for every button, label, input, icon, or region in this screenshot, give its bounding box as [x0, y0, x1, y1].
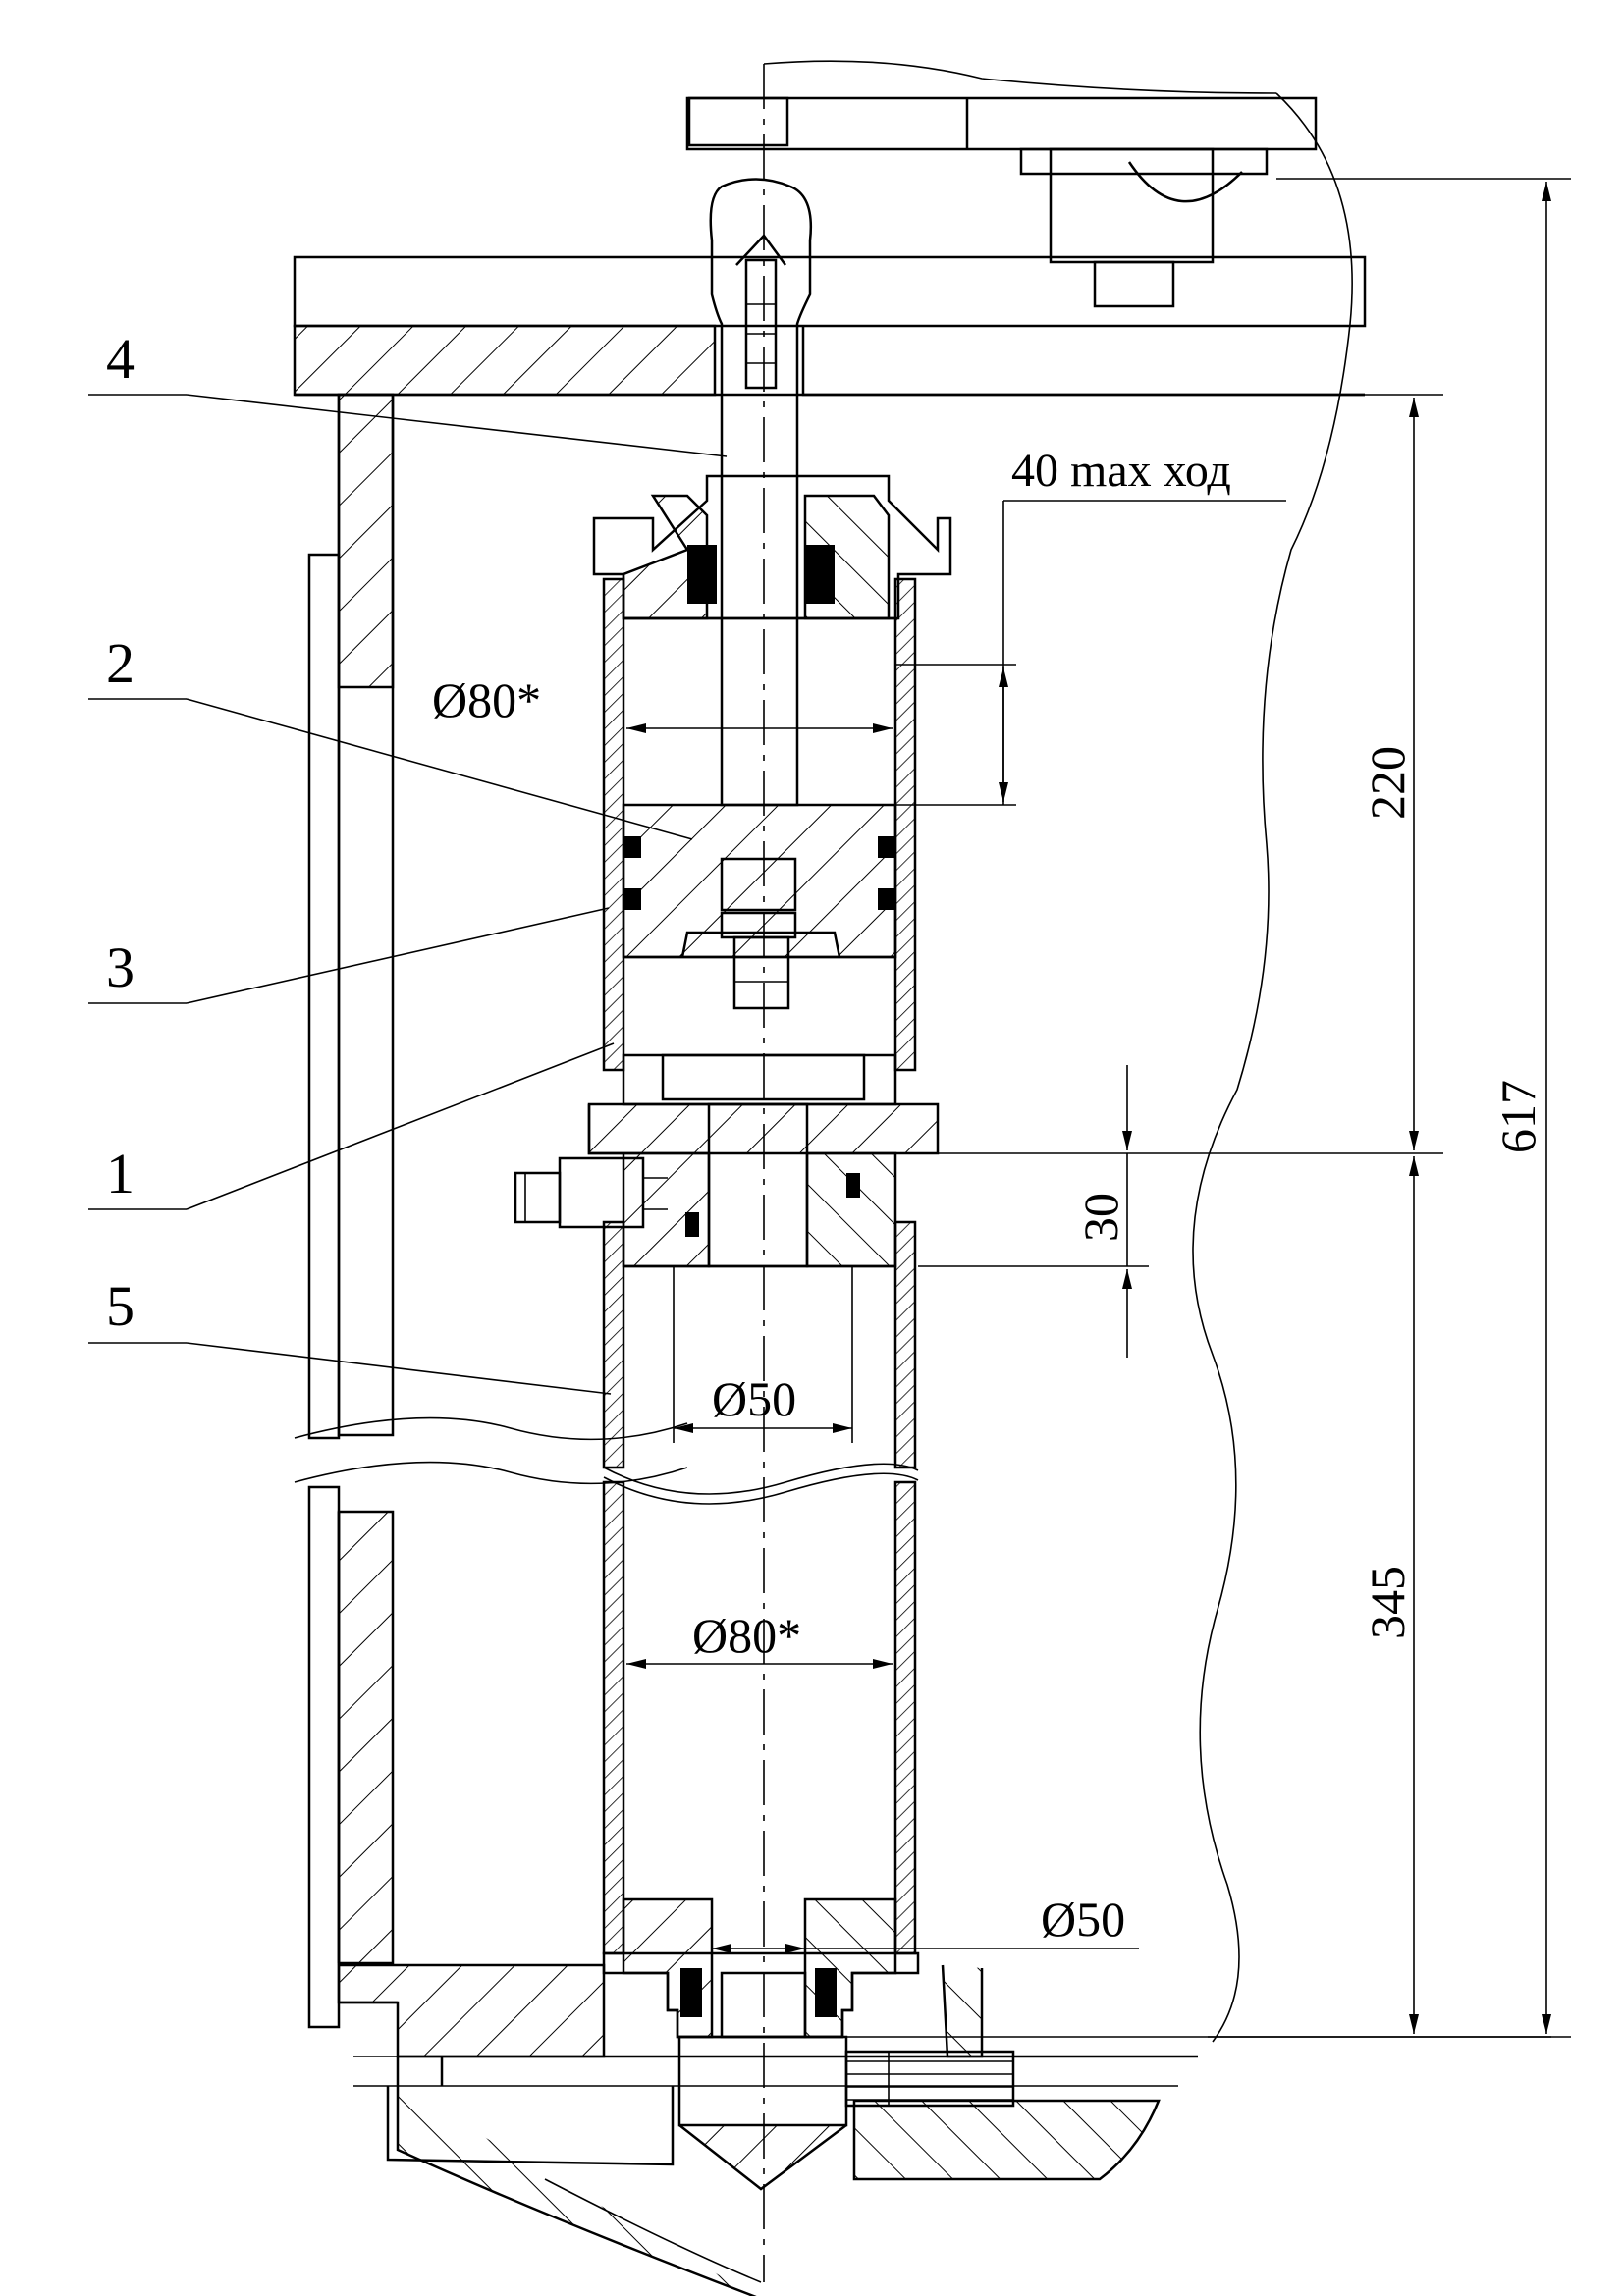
part-label-2: 2	[106, 631, 135, 695]
dimension-lines	[626, 178, 1571, 2038]
total-height-label: 617	[1490, 1080, 1545, 1153]
lower-height-label: 345	[1360, 1566, 1415, 1639]
part-label-3: 3	[106, 935, 135, 999]
lower-bore-diameter-label: Ø80*	[692, 1608, 801, 1663]
part-number-labels: 4 2 3 1 5	[106, 327, 135, 1338]
guide-bushing	[514, 1102, 897, 1268]
upper-height-label: 220	[1360, 746, 1415, 820]
mid-rod-diameter-label: Ø50	[712, 1371, 796, 1426]
piston	[622, 803, 897, 1010]
bottom-rod-diameter-label: Ø50	[1041, 1892, 1125, 1947]
leader-lines	[88, 394, 728, 1395]
dimension-labels: 40 max ход Ø80* Ø50 Ø80* Ø50 220 345 617…	[432, 445, 1545, 1947]
part-label-4: 4	[106, 327, 135, 391]
upper-bore-diameter-label: Ø80*	[432, 672, 541, 727]
part-label-5: 5	[106, 1274, 135, 1338]
machine-frame	[293, 60, 1551, 2296]
part-label-1: 1	[106, 1142, 135, 1205]
stroke-dimension-label: 40 max ход	[1011, 445, 1231, 497]
gap-dimension-label: 30	[1073, 1193, 1128, 1242]
